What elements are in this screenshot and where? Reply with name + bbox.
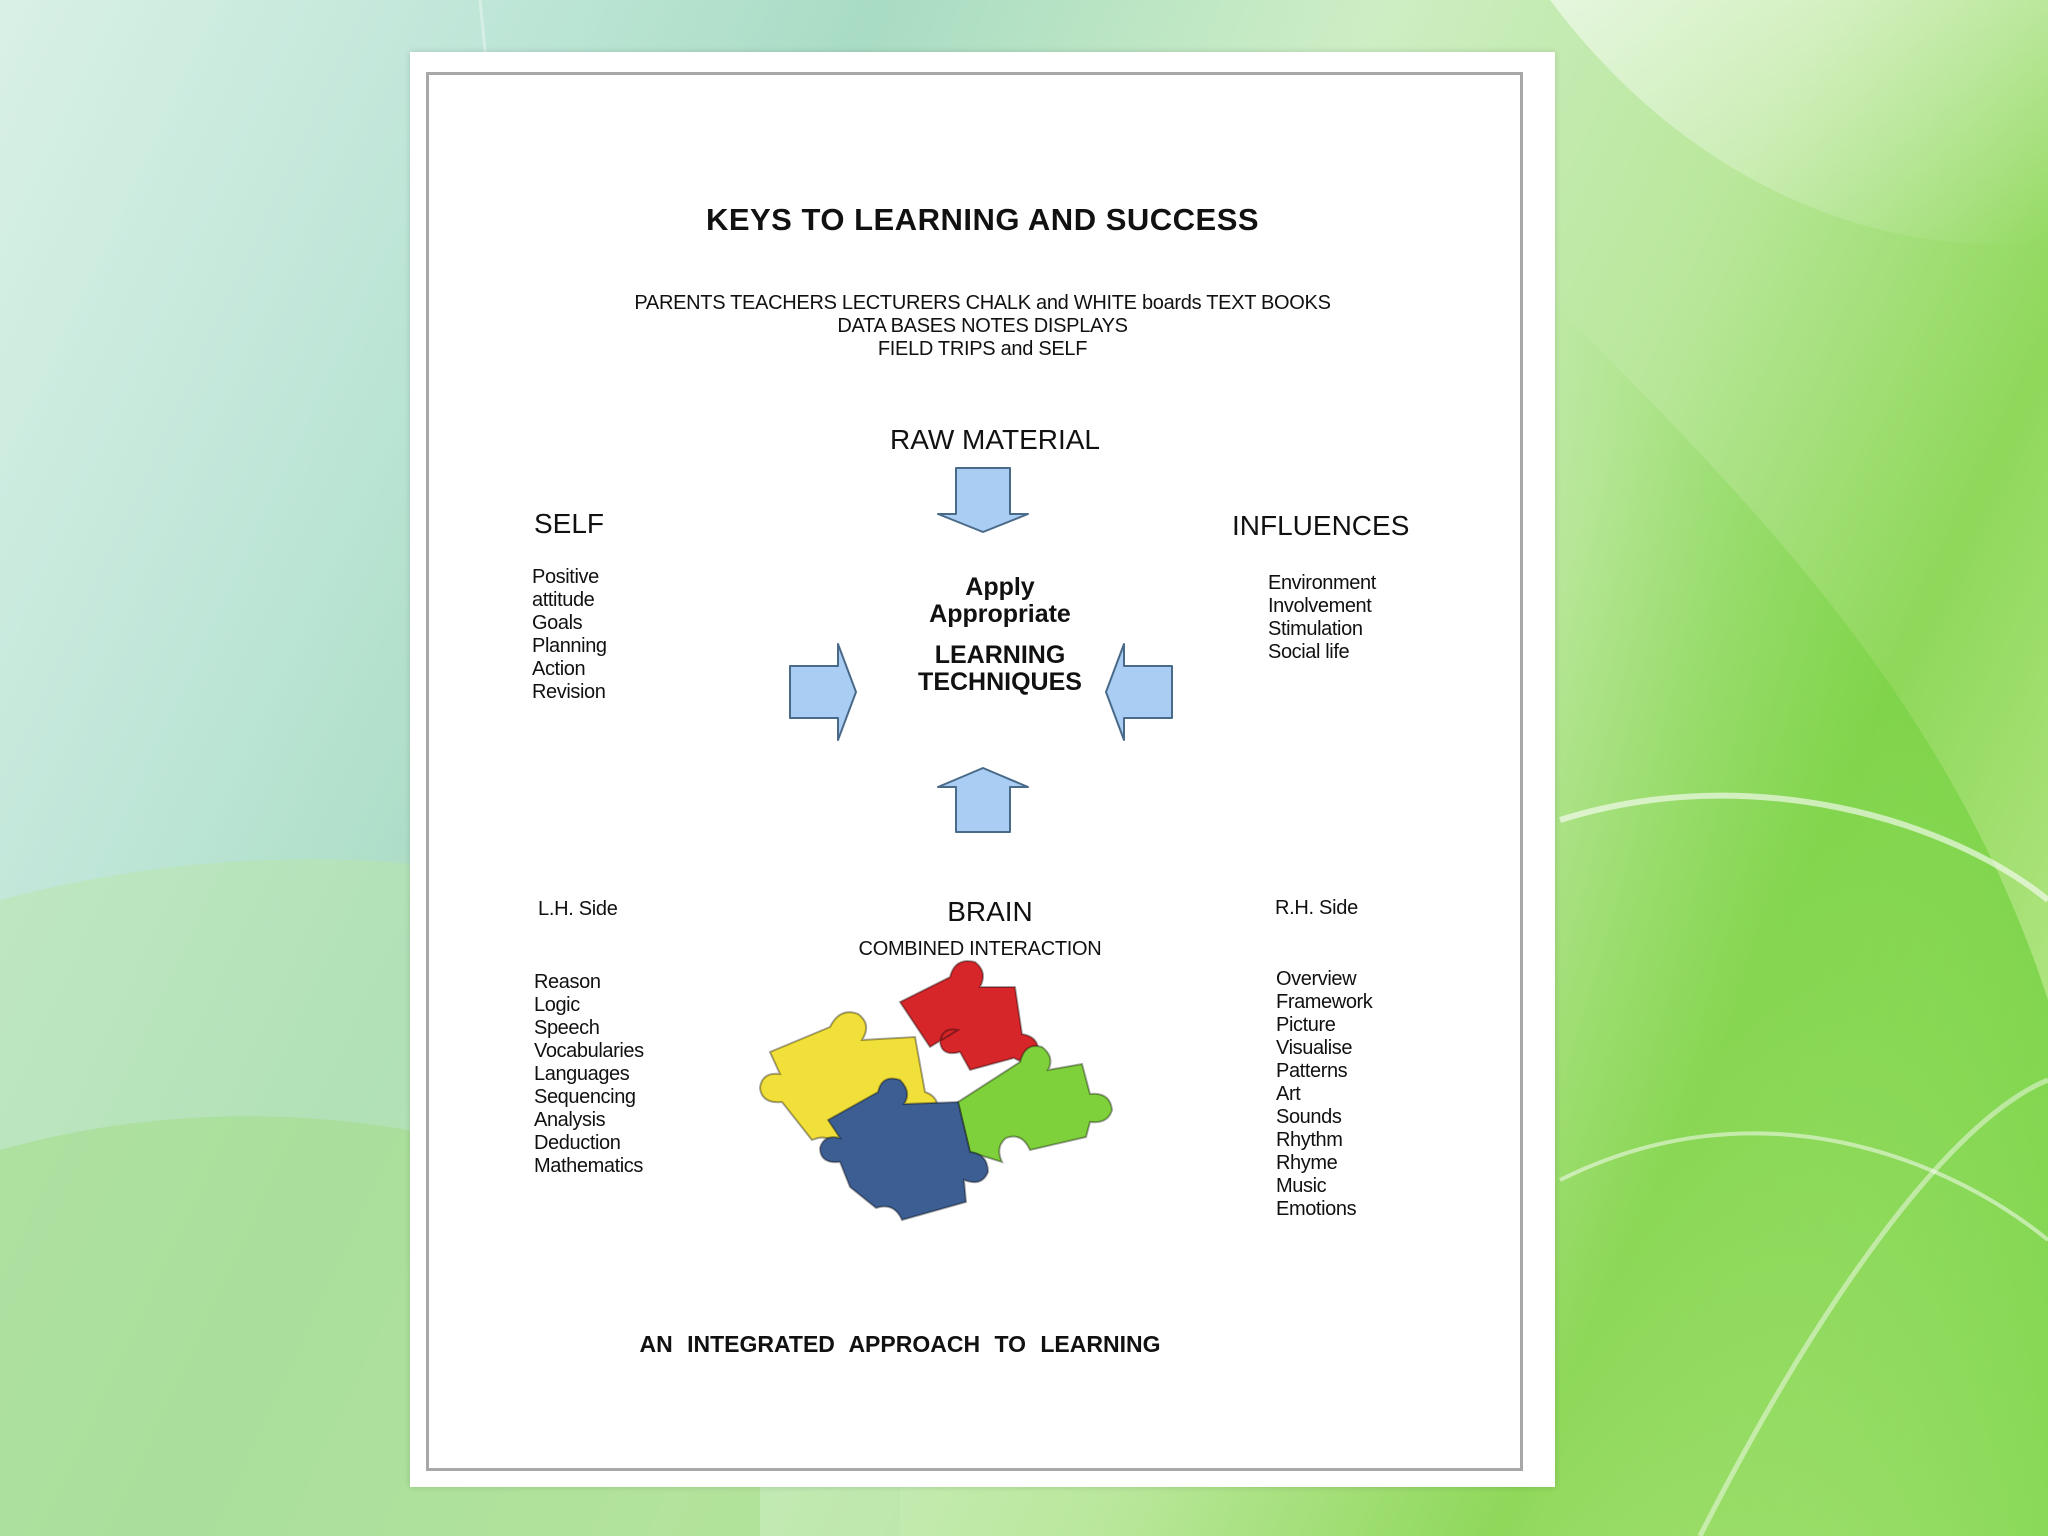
list-item: Stimulation (1268, 618, 1363, 640)
list-item: Visualise (1276, 1037, 1353, 1059)
sources-line-1: PARENTS TEACHERS LECTURERS CHALK and WHI… (634, 292, 1331, 314)
list-item: Deduction (534, 1132, 621, 1154)
list-item: Planning (532, 635, 607, 657)
puzzle-piece-red-icon (898, 960, 1040, 1072)
document-page: KEYS TO LEARNING AND SUCCESS PARENTS TEA… (410, 52, 1555, 1487)
center-text: Apply Appropriate LEARNING TECHNIQUES (850, 574, 1150, 696)
list-item: Positive (532, 566, 599, 588)
brain-subheading: COMBINED INTERACTION (858, 938, 1102, 960)
list-item: Sequencing (534, 1086, 636, 1108)
list-item: Emotions (1276, 1198, 1357, 1220)
center-line-appropriate: Appropriate (929, 600, 1071, 628)
list-item: Vocabularies (534, 1040, 644, 1062)
self-heading: SELF (534, 508, 605, 539)
brain-heading: BRAIN (947, 896, 1033, 927)
list-item: Picture (1276, 1014, 1336, 1036)
left-side-heading: L.H. Side (538, 898, 618, 920)
footer-caption: AN INTEGRATED APPROACH TO LEARNING (639, 1331, 1161, 1357)
puzzle-piece-green-icon (956, 1045, 1114, 1164)
right-side-list: Overview Framework Picture Visualise Pat… (1276, 968, 1373, 1221)
document-title: KEYS TO LEARNING AND SUCCESS (705, 202, 1260, 237)
list-item: Art (1276, 1083, 1301, 1105)
influences-heading: INFLUENCES (1232, 510, 1410, 541)
list-item: Rhyme (1276, 1152, 1338, 1174)
center-line-apply: Apply (965, 573, 1035, 601)
arrow-down-icon (937, 467, 1029, 533)
arrow-up-icon (937, 767, 1029, 833)
center-line-learning: LEARNING (934, 641, 1066, 669)
list-item: Environment (1268, 572, 1376, 594)
puzzle-pieces-icon (758, 960, 1114, 1222)
list-item: Revision (532, 681, 606, 703)
list-item: Logic (534, 994, 580, 1016)
list-item: Mathematics (534, 1155, 643, 1177)
diagram-graphics (758, 467, 1173, 1222)
arrow-left-icon (1105, 643, 1173, 741)
list-item: Goals (532, 612, 583, 634)
right-side-heading: R.H. Side (1275, 897, 1358, 919)
left-side-list: Reason Logic Speech Vocabularies Languag… (534, 971, 644, 1178)
list-item: Languages (534, 1063, 630, 1085)
list-item: Social life (1268, 641, 1350, 663)
list-item: Music (1276, 1175, 1327, 1197)
influences-list: Environment Involvement Stimulation Soci… (1268, 572, 1376, 664)
list-item: Sounds (1276, 1106, 1342, 1128)
raw-material-label: RAW MATERIAL (889, 424, 1100, 455)
list-item: Framework (1276, 991, 1373, 1013)
list-item: Patterns (1276, 1060, 1348, 1082)
arrow-right-icon (789, 643, 857, 741)
list-item: Speech (534, 1017, 600, 1039)
center-line-techniques: TECHNIQUES (918, 668, 1082, 696)
list-item: Reason (534, 971, 601, 993)
list-item: Overview (1276, 968, 1357, 990)
sources-line-3: FIELD TRIPS and SELF (877, 338, 1088, 360)
page-border (426, 72, 1523, 1471)
self-list: Positive attitude Goals Planning Action … (532, 566, 607, 704)
list-item: Analysis (534, 1109, 606, 1131)
list-item: Rhythm (1276, 1129, 1343, 1151)
list-item: attitude (532, 589, 595, 611)
sources-line-2: DATA BASES NOTES DISPLAYS (837, 315, 1128, 337)
list-item: Action (532, 658, 586, 680)
list-item: Involvement (1268, 595, 1372, 617)
puzzle-piece-blue-icon (818, 1077, 990, 1222)
